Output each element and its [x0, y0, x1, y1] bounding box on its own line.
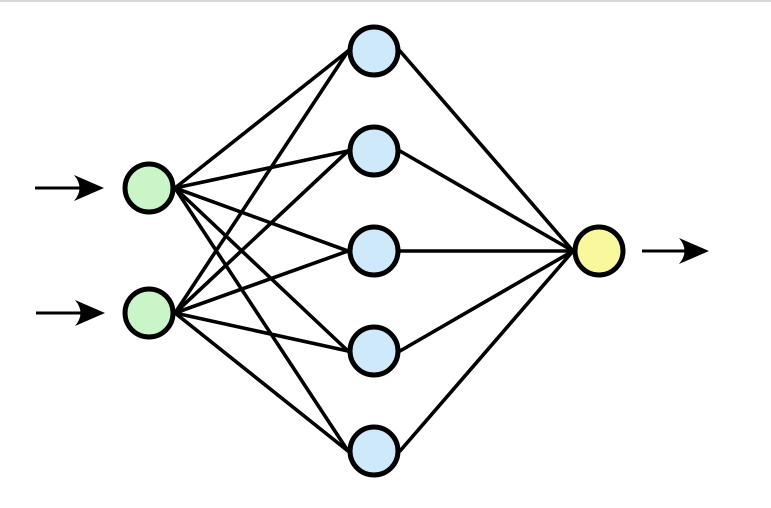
edge-input-node-1-to-hidden-node-2	[173, 149, 350, 190]
edge-input-node-1-to-hidden-node-1	[173, 49, 350, 190]
input-arrow-1-head	[74, 175, 104, 201]
edge-hidden-node-5-to-output-node-1	[398, 249, 575, 453]
edge-input-node-2-to-hidden-node-2	[173, 149, 350, 315]
edge-input-node-2-to-hidden-node-3	[173, 249, 350, 315]
hidden-node-1	[347, 24, 401, 78]
hidden-node-4	[347, 324, 401, 378]
input-arrow-2-head	[75, 300, 105, 326]
edge-input-node-1-to-hidden-node-4	[173, 186, 350, 353]
edge-input-node-2-to-hidden-node-4	[173, 311, 350, 353]
input-node-2	[122, 286, 176, 340]
hidden-node-5	[347, 424, 401, 478]
output-node-1	[572, 224, 626, 278]
edge-input-node-1-to-hidden-node-5	[173, 186, 350, 453]
edge-hidden-node-1-to-output-node-1	[398, 49, 575, 253]
edge-input-node-1-to-hidden-node-3	[173, 186, 350, 253]
output-arrow-head	[679, 238, 709, 264]
edge-hidden-node-4-to-output-node-1	[398, 249, 575, 353]
hidden-node-2	[347, 124, 401, 178]
edge-input-node-2-to-hidden-node-1	[173, 49, 350, 315]
window-top-border	[0, 0, 771, 2]
hidden-node-3	[347, 224, 401, 278]
input-node-1	[122, 161, 176, 215]
edge-input-node-2-to-hidden-node-5	[173, 311, 350, 453]
edge-hidden-node-2-to-output-node-1	[398, 149, 575, 253]
